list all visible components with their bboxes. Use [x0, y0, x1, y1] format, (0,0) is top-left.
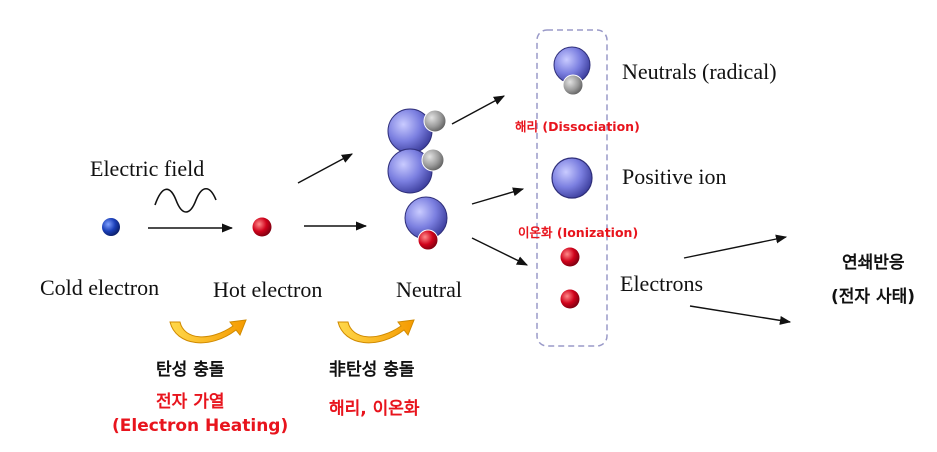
chain-reaction-label: 연쇄반응	[842, 253, 905, 273]
dissociation-arrow	[451, 95, 505, 125]
inelastic-collision-label: 非탄성 충돌	[329, 359, 415, 380]
electron-out-arrow	[471, 237, 529, 266]
electric-field-wave-icon	[154, 187, 217, 213]
dissociation-label: 해리 (Dissociation)	[515, 119, 640, 134]
elastic-collision-curved-arrow-icon	[169, 319, 247, 344]
molecule-middle-icon	[387, 148, 445, 194]
cold-electron-icon	[102, 218, 120, 236]
radical-icon	[553, 46, 591, 96]
electron-product-1-icon	[560, 247, 580, 267]
inelastic-collision-curved-arrow-icon	[337, 319, 415, 344]
neutrals-radical-label: Neutrals (radical)	[622, 59, 777, 84]
dissociation-ionization-kr-label: 해리, 이온화	[329, 399, 420, 419]
positive-ion-label: Positive ion	[622, 164, 727, 189]
molecule-upper-icon	[387, 108, 447, 154]
electron-avalanche-label: (전자 사태)	[831, 287, 915, 307]
neutral-label: Neutral	[396, 277, 462, 302]
field-up-arrow	[297, 153, 353, 184]
neutral-molecule-icon	[404, 196, 448, 251]
ion-arrow	[471, 187, 525, 205]
electrons-label: Electrons	[620, 271, 703, 296]
positive-ion-icon	[551, 157, 593, 199]
electron-heating-en-label: (Electron Heating)	[112, 416, 288, 436]
chain-down-arrow	[689, 305, 792, 325]
elastic-collision-label: 탄성 충돌	[156, 360, 225, 380]
chain-up-arrow	[683, 234, 788, 259]
electron-product-2-icon	[560, 289, 580, 309]
ionization-label: 이온화 (Ionization)	[518, 225, 638, 240]
electron-heating-kr-label: 전자 가열	[156, 392, 224, 412]
products-dashed-box	[536, 29, 608, 347]
electric-field-label: Electric field	[90, 156, 204, 181]
hot-electron-label: Hot electron	[213, 277, 322, 302]
hot-electron-icon	[252, 217, 272, 237]
cold-electron-label: Cold electron	[40, 275, 159, 300]
